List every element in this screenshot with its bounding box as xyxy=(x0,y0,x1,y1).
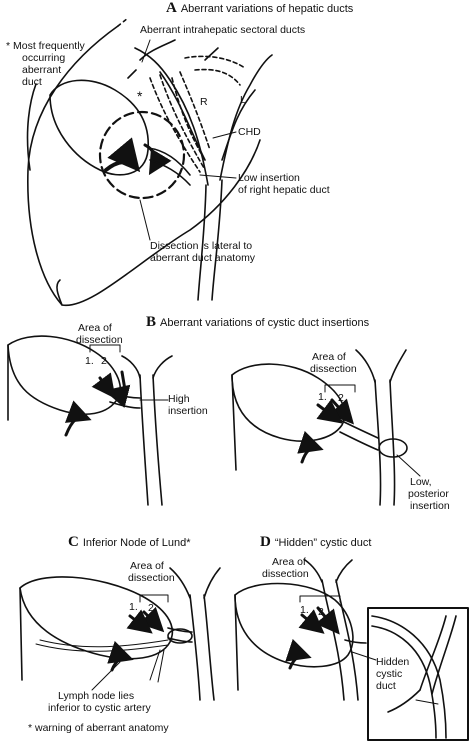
warning-note: * warning of aberrant anatomy xyxy=(28,722,169,734)
label-cystic: cystic xyxy=(376,668,402,680)
note-aberrant: aberrant xyxy=(22,64,61,76)
label-lymph-node: Lymph node lies xyxy=(58,690,134,702)
note-occurring: occurring xyxy=(22,52,65,64)
c-dissection: dissection xyxy=(128,572,175,584)
label-aberrant-anatomy: aberrant duct anatomy xyxy=(150,252,255,264)
b-left-step-1: 1. xyxy=(85,355,94,367)
bile-duct-b-left xyxy=(140,375,148,505)
b-right-area: Area of xyxy=(312,351,346,363)
panel-c-letter: C xyxy=(68,534,79,550)
bile-duct-b-right xyxy=(375,380,381,505)
panel-d-drawing xyxy=(235,560,468,740)
label-l: L xyxy=(240,94,246,106)
b-left-dissection: dissection xyxy=(76,334,123,346)
c-step-2: 2. xyxy=(148,602,157,614)
d-step-1: 1. xyxy=(300,604,309,616)
d-step-2: 2 xyxy=(318,606,324,618)
label-hidden-duct: duct xyxy=(376,680,396,692)
gallbladder-b-right xyxy=(232,364,345,441)
label-right-hepatic: of right hepatic duct xyxy=(238,184,330,196)
label-high: High xyxy=(168,393,190,405)
panel-d-title-text: “Hidden” cystic duct xyxy=(275,537,372,549)
panel-d-title: D “Hidden” cystic duct xyxy=(260,536,371,550)
label-low: Low, xyxy=(410,476,432,488)
label-chd: CHD xyxy=(238,126,261,138)
panel-b-title-text: Aberrant variations of cystic duct inser… xyxy=(160,317,369,329)
panel-a-title: A Aberrant variations of hepatic ducts xyxy=(166,2,353,16)
label-aberrant-intrahepatic: Aberrant intrahepatic sectoral ducts xyxy=(140,24,305,36)
c-step-1: 1. xyxy=(129,601,138,613)
b-left-step-2: 2. xyxy=(101,355,110,367)
label-hidden: Hidden xyxy=(376,656,409,668)
b-left-area: Area of xyxy=(78,322,112,334)
d-dissection: dissection xyxy=(262,568,309,580)
panel-c-title: C Inferior Node of Lund* xyxy=(68,536,190,550)
panel-b-title: B Aberrant variations of cystic duct inse… xyxy=(146,316,369,330)
panel-d-letter: D xyxy=(260,534,271,550)
label-inferior-cystic: inferior to cystic artery xyxy=(48,702,151,714)
star-marker: * xyxy=(137,90,142,102)
panel-b-letter: B xyxy=(146,314,156,330)
bile-duct-c xyxy=(190,595,200,700)
gallbladder-b-left xyxy=(8,336,120,414)
label-low-insertion-b: insertion xyxy=(410,500,450,512)
note-duct: duct xyxy=(22,76,42,88)
panel-c-drawing xyxy=(20,568,220,700)
panel-c-title-text: Inferior Node of Lund* xyxy=(83,537,191,549)
label-dissection-lateral: Dissection is lateral to xyxy=(150,240,252,252)
label-low-insertion: Low insertion xyxy=(238,172,300,184)
panel-a-title-text: Aberrant variations of hepatic ducts xyxy=(181,3,353,15)
b-right-dissection: dissection xyxy=(310,363,357,375)
panel-a-letter: A xyxy=(166,0,177,16)
label-high-insertion: insertion xyxy=(168,405,208,417)
note-most-frequently: * Most frequently xyxy=(6,40,85,52)
label-posterior: posterior xyxy=(408,488,449,500)
b-right-step-2: 2. xyxy=(338,392,347,404)
gallbladder-a xyxy=(50,80,148,175)
c-area: Area of xyxy=(130,560,164,572)
b-right-step-1: 1. xyxy=(318,391,327,403)
label-r: R xyxy=(200,96,208,108)
d-area: Area of xyxy=(272,556,306,568)
